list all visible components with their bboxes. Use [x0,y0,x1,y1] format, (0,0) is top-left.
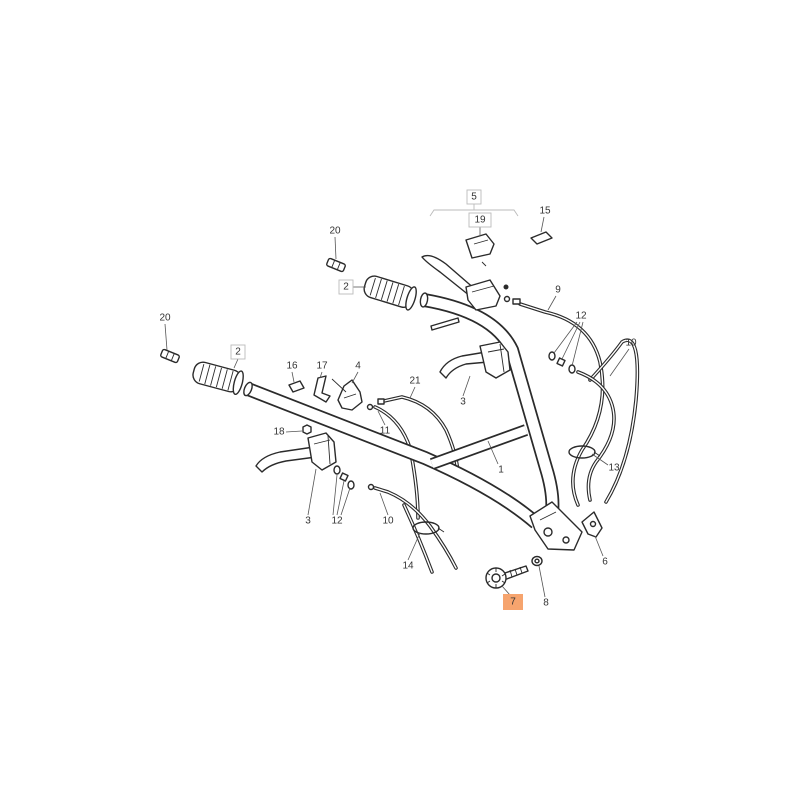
callout-label: 14 [402,561,414,572]
callout-label: 2 [343,282,349,293]
leader-lines [164,204,630,598]
handlebar-crossbar [429,424,529,470]
adjuster-screw [503,295,511,303]
callout-label: 3 [460,397,466,408]
callout-label: 11 [380,426,391,437]
part-8-washer [531,555,543,567]
lever-bolt [430,317,460,331]
callout-label: 12 [331,516,343,527]
clamp-14 [412,521,445,535]
callout-label: 6 [602,557,608,568]
clamp-13 [568,445,601,459]
grip-lower [192,361,244,396]
cable-9 [518,302,605,507]
callout-label: 16 [286,361,298,372]
lever-bracket [307,432,337,471]
callout-label: 15 [539,206,551,217]
callout-label: 10 [382,516,394,527]
part-15-plate [530,231,553,245]
callout-label: 4 [355,361,361,372]
handlebar-right-tube [419,292,560,513]
callout-label: 12 [575,311,587,322]
callout-label: 20 [329,226,341,237]
callout-label: 17 [316,361,328,372]
grip-upper [363,275,417,311]
cable-10-right [588,338,640,504]
callout-label-highlighted: 7 [510,597,516,608]
lever-handle [439,351,489,379]
callout-label: 21 [409,376,421,387]
callout-label: 13 [608,463,620,474]
cable-11 [373,405,420,520]
lever-bracket [465,279,501,311]
cable-nipple [512,298,521,305]
handlebar-frame [243,292,583,551]
callout-label: 1 [498,465,504,476]
mounting-plate [529,501,583,551]
highlight-box [503,594,523,610]
label-frame [468,212,492,228]
pin-20-upper [326,257,346,273]
cable-right-inner [576,370,616,502]
label-frame [466,189,482,205]
lever-assembly-right [439,341,511,379]
mounting-hole [543,527,553,537]
adjusters-12-upper [548,351,576,374]
lever-handle [255,446,317,473]
lever-assembly-lower [255,432,337,473]
part-4-switch [331,378,363,411]
part-17 [313,375,331,403]
part-7-knob-bolt [485,565,529,589]
label-frame [338,279,354,295]
tube-end-cap [243,381,253,397]
callout-label: 10 [625,338,637,349]
nut-18 [302,424,312,435]
cable-10-left [373,486,458,570]
mounting-hole [562,536,570,544]
label-frame [230,344,246,360]
callout-label: 2 [235,347,241,358]
callout-label: 8 [543,598,549,609]
label-frames [230,189,523,610]
part-19-bracket [465,233,495,267]
callout-label: 9 [555,285,561,296]
adjusters-12-lower [333,465,355,490]
lever-bracket [479,341,511,379]
group-bracket-5 [429,204,519,217]
callout-labels: 5 19 15 20 20 2 2 9 12 10 16 17 4 21 3 1… [159,192,637,609]
part-6-bracket [581,511,603,538]
pin-20-lower [160,348,180,364]
callout-label: 20 [159,313,171,324]
callout-label: 19 [474,215,486,226]
part-16 [288,380,305,393]
callout-label: 5 [471,192,477,203]
lever-assembly-upper [421,254,521,331]
callout-label: 3 [305,516,311,527]
tube-end-cap [419,292,429,308]
callout-label: 18 [273,427,285,438]
cable-nipples-left [366,398,385,491]
